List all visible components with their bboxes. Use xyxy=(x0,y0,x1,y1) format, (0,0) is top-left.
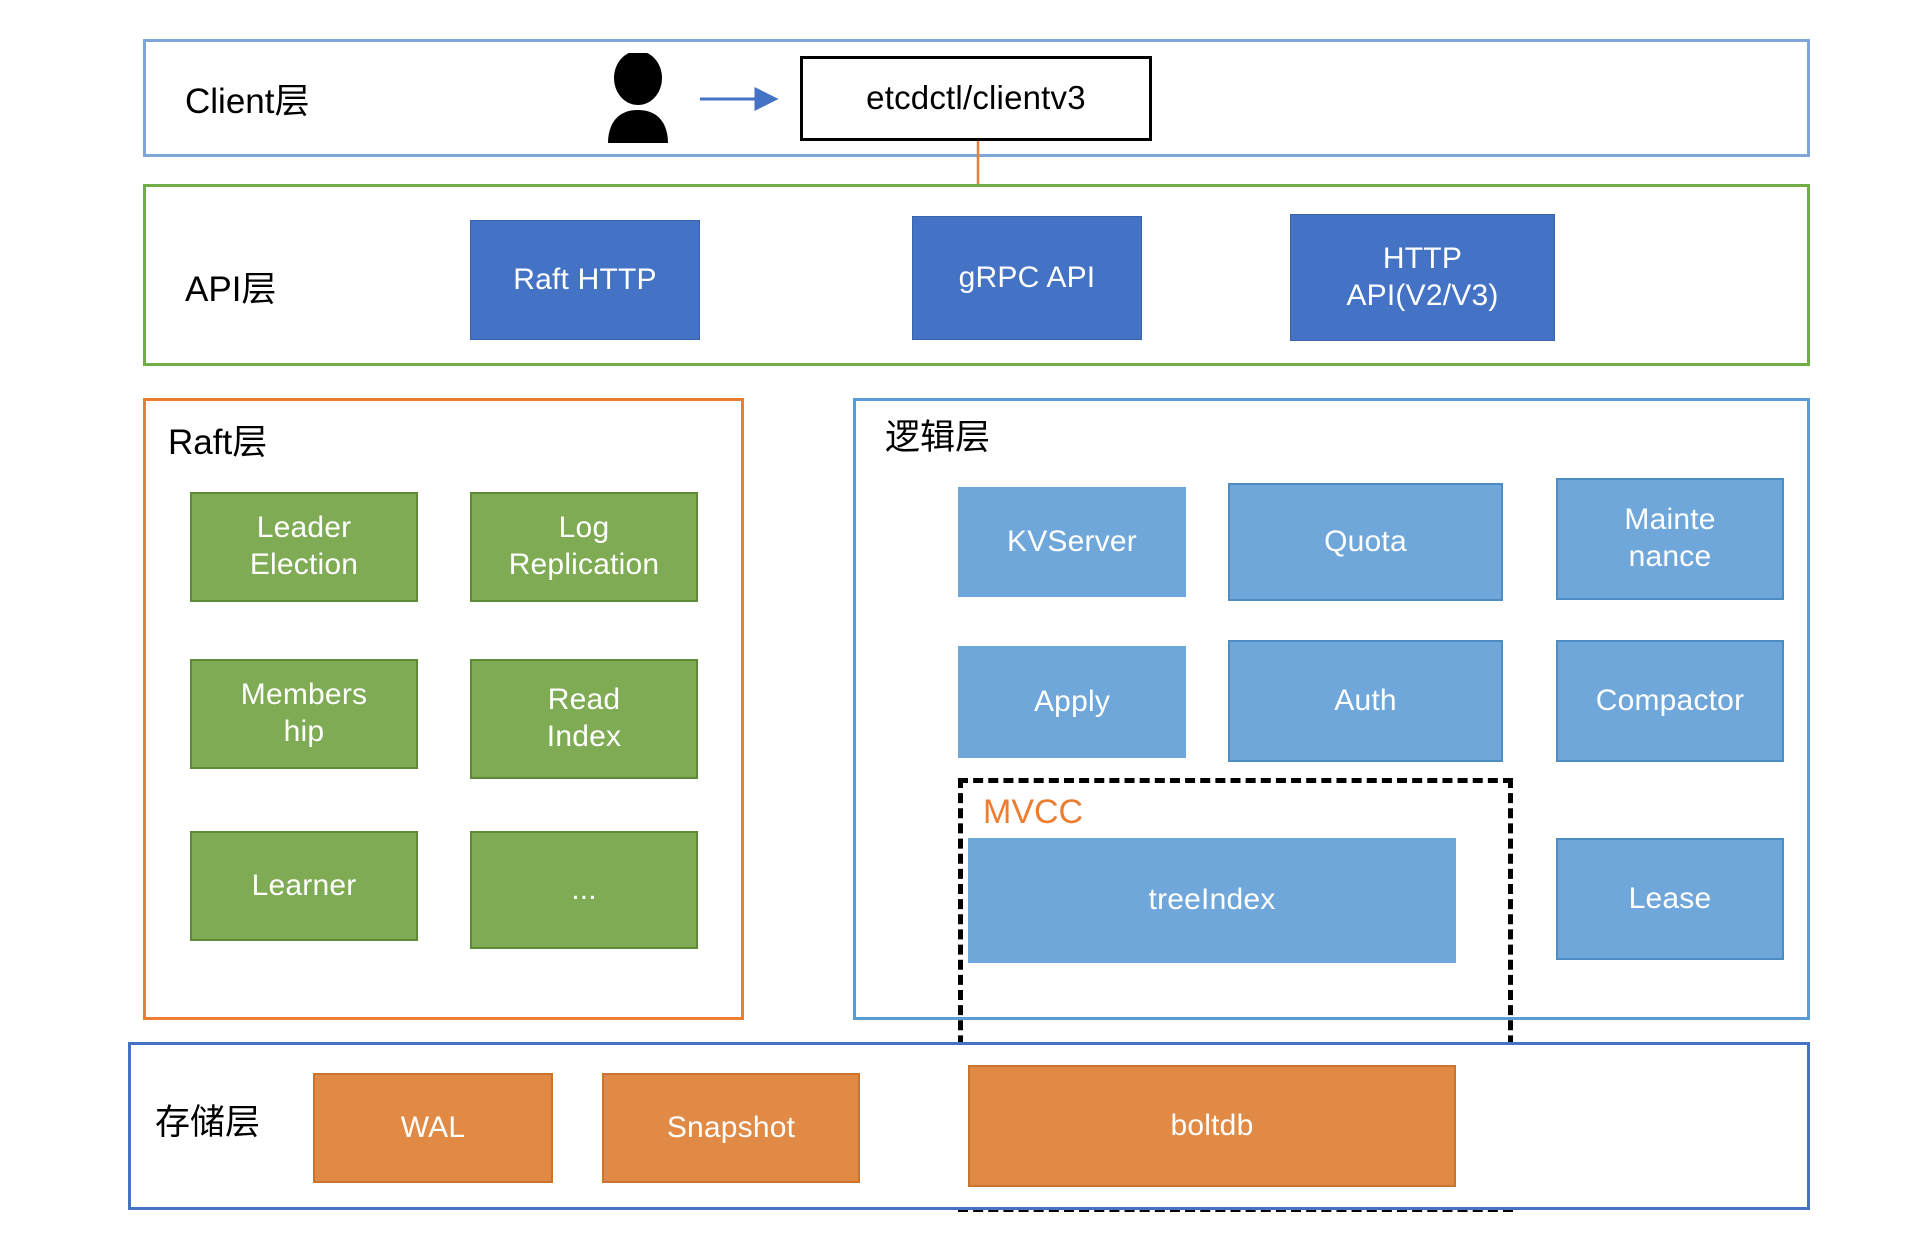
user-person-icon xyxy=(598,51,678,143)
node-learner[interactable]: Learner xyxy=(190,831,418,941)
node-apply[interactable]: Apply xyxy=(958,646,1186,758)
node-raft-ellipsis[interactable]: ... xyxy=(470,831,698,949)
node-treeindex[interactable]: treeIndex xyxy=(968,838,1456,963)
layer-raft-title: Raft层 xyxy=(168,423,268,462)
layer-client-title: Client层 xyxy=(185,82,310,121)
layer-storage-title: 存储层 xyxy=(155,1103,261,1142)
layer-logic-title: 逻辑层 xyxy=(885,418,991,457)
node-snapshot[interactable]: Snapshot xyxy=(602,1073,860,1183)
node-boltdb[interactable]: boltdb xyxy=(968,1065,1456,1187)
node-maintenance[interactable]: Mainte nance xyxy=(1556,478,1784,600)
mvcc-group-label: MVCC xyxy=(983,793,1084,831)
node-auth[interactable]: Auth xyxy=(1228,640,1503,762)
node-read-index[interactable]: Read Index xyxy=(470,659,698,779)
node-wal[interactable]: WAL xyxy=(313,1073,553,1183)
node-kvserver[interactable]: KVServer xyxy=(958,487,1186,597)
node-grpc-api[interactable]: gRPC API xyxy=(912,216,1142,340)
node-leader-election[interactable]: Leader Election xyxy=(190,492,418,602)
node-raft-http[interactable]: Raft HTTP xyxy=(470,220,700,340)
arrow-user-to-client xyxy=(700,87,779,111)
node-lease[interactable]: Lease xyxy=(1556,838,1784,960)
layer-api-title: API层 xyxy=(185,270,277,309)
node-http-api-v2-v3[interactable]: HTTP API(V2/V3) xyxy=(1290,214,1555,341)
node-compactor[interactable]: Compactor xyxy=(1556,640,1784,762)
node-quota[interactable]: Quota xyxy=(1228,483,1503,601)
node-membership[interactable]: Members hip xyxy=(190,659,418,769)
node-etcdctl-clientv3[interactable]: etcdctl/clientv3 xyxy=(800,56,1152,141)
node-log-replication[interactable]: Log Replication xyxy=(470,492,698,602)
